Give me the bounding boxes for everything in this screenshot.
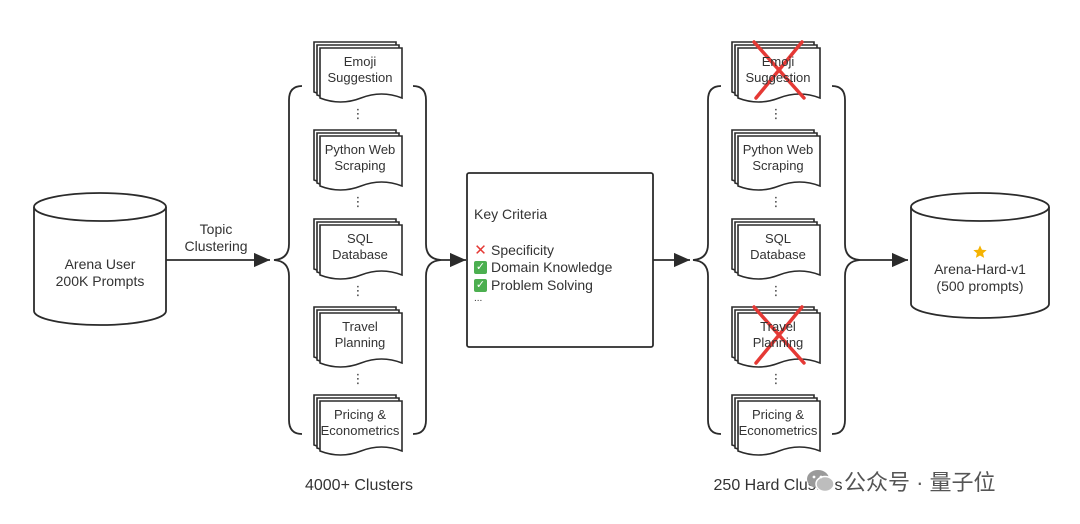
- result-label: Arena-Hard-v1 (500 prompts): [915, 244, 1045, 295]
- criteria-title: Key Criteria: [474, 206, 548, 222]
- left-brace-close: [412, 85, 442, 435]
- card-line1: Travel: [760, 319, 796, 334]
- ellipsis-icon: ⋮: [352, 194, 365, 209]
- result-line1: Arena-Hard-v1: [934, 261, 1026, 277]
- card-line1: SQL: [764, 231, 791, 246]
- cluster-left-card: [313, 306, 403, 368]
- cluster-left-card-label: Pricing &Econometrics: [320, 407, 400, 439]
- card-line2: Database: [750, 247, 806, 262]
- cluster-left-card: [313, 394, 403, 456]
- card-line1: SQL: [346, 231, 373, 246]
- card-line1: Emoji: [761, 54, 795, 69]
- right-brace-open: [692, 85, 722, 435]
- criteria-item-specificity: ✕ Specificity: [474, 242, 634, 260]
- card-line2: Scraping: [334, 158, 386, 173]
- topic-clustering-label: Topic Clustering: [172, 221, 260, 255]
- ellipsis-icon: ⋮: [770, 371, 783, 386]
- source-label: Arena User 200K Prompts: [40, 256, 160, 290]
- step-line2: Clustering: [184, 238, 248, 254]
- criteria-item-domain-knowledge: ✓ Domain Knowledge: [474, 259, 634, 277]
- left-clusters-caption: 4000+ Clusters: [304, 477, 414, 494]
- source-line1: Arena User: [64, 256, 136, 272]
- criteria-more: ...: [474, 293, 483, 304]
- criteria-item-label: Specificity: [491, 241, 555, 258]
- star-icon: [915, 244, 1045, 261]
- criteria-item-label: Problem Solving: [491, 276, 593, 293]
- card-line2: Suggestion: [745, 70, 811, 85]
- card-line2: Suggestion: [327, 70, 393, 85]
- card-line1: Travel: [342, 319, 378, 334]
- removed-cross-icon: [752, 305, 806, 365]
- card-line2: Database: [332, 247, 388, 262]
- cross-icon: ✕: [474, 241, 487, 259]
- card-line2: Econometrics: [738, 423, 818, 438]
- check-icon: ✓: [474, 261, 487, 275]
- wechat-icon: [807, 470, 835, 493]
- ellipsis-icon: ⋮: [770, 194, 783, 209]
- watermark-text: 公众号 · 量子位: [844, 470, 996, 495]
- cluster-left-card: [313, 218, 403, 280]
- criteria-item-label: Domain Knowledge: [491, 259, 613, 275]
- ellipsis-icon: ⋮: [352, 106, 365, 121]
- cluster-left-card: [313, 129, 403, 191]
- result-cylinder: [910, 192, 1050, 319]
- step-line1: Topic: [199, 221, 233, 237]
- ellipsis-icon: ⋮: [352, 371, 365, 386]
- check-icon: ✓: [474, 278, 487, 292]
- cluster-right-card: [731, 306, 821, 368]
- cluster-right-card: [731, 394, 821, 456]
- source-cylinder: [33, 192, 167, 326]
- left-brace-open: [273, 85, 303, 435]
- cluster-right-card: [731, 129, 821, 191]
- removed-cross-icon: [752, 40, 806, 100]
- ellipsis-icon: ⋮: [352, 283, 365, 298]
- card-line1: Python Web: [742, 142, 814, 157]
- card-line2: Planning: [752, 335, 804, 350]
- result-line2: (500 prompts): [936, 278, 1024, 294]
- card-line2: Scraping: [752, 158, 804, 173]
- criteria-item-problem-solving: ✓ Problem Solving: [474, 277, 634, 295]
- card-line2: Econometrics: [320, 423, 400, 438]
- cluster-right-card-label: Pricing &Econometrics: [738, 407, 818, 439]
- criteria-content: Key Criteria ✕ Specificity ✓ Domain Know…: [474, 206, 634, 304]
- right-brace-close: [831, 85, 861, 435]
- watermark: 公众号 · 量子位: [806, 466, 996, 496]
- source-line2: 200K Prompts: [55, 273, 145, 289]
- card-line2: Planning: [334, 335, 386, 350]
- card-line1: Emoji: [343, 54, 377, 69]
- cluster-left-card: [313, 41, 403, 103]
- card-line1: Pricing &: [751, 407, 805, 422]
- ellipsis-icon: ⋮: [770, 106, 783, 121]
- card-line1: Python Web: [324, 142, 396, 157]
- cluster-right-card: [731, 218, 821, 280]
- card-line1: Pricing &: [333, 407, 387, 422]
- ellipsis-icon: ⋮: [770, 283, 783, 298]
